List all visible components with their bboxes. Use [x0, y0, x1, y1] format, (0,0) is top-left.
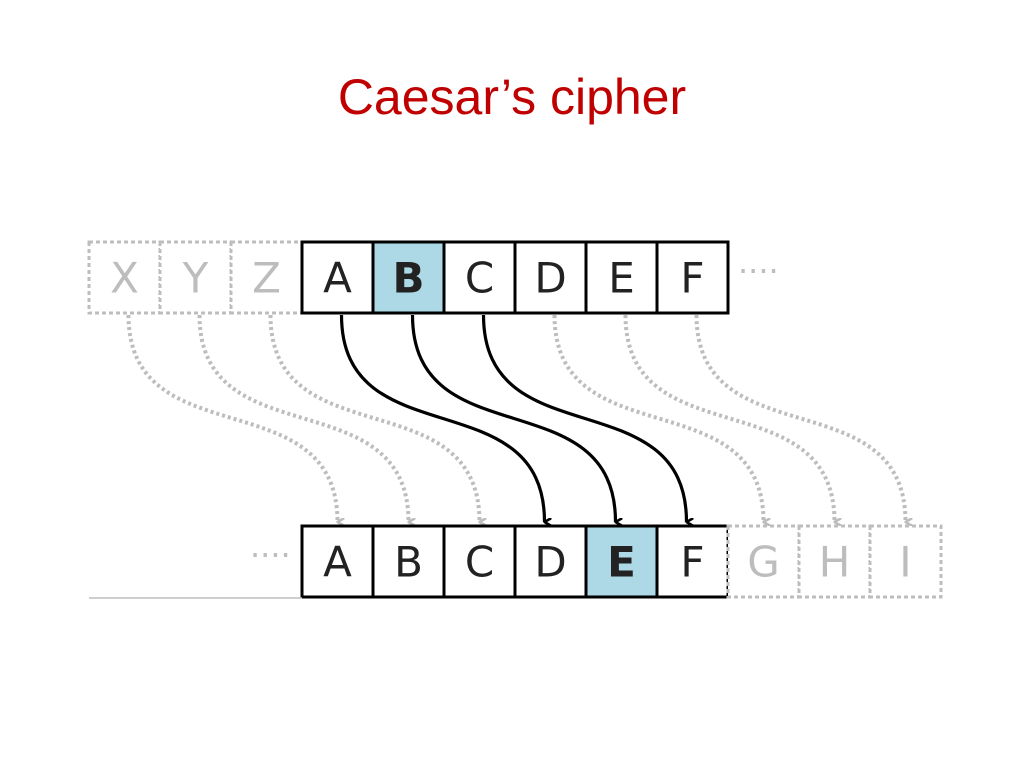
bottom-faded-cell-g-box	[726, 524, 801, 599]
arrow-b-to-e	[410, 314, 616, 522]
bottom-cell-f-box	[655, 524, 730, 599]
top-cell-c: C	[442, 240, 517, 315]
bottom-cell-e-letter: E	[607, 538, 636, 587]
bottom-faded-cell-h-box	[797, 524, 872, 599]
faded-arrow-group	[126, 314, 906, 522]
bottom-faded-cell-i: I	[868, 524, 943, 599]
top-cell-e-letter: E	[608, 254, 635, 303]
top-cell-f-letter: F	[680, 254, 704, 303]
bottom-cell-d-box	[513, 524, 588, 599]
arrow-e-to-h	[623, 314, 835, 522]
bottom-cell-d: D	[513, 524, 588, 599]
bottom-ellipsis: ····	[250, 536, 291, 574]
arrow-f-to-i	[694, 314, 906, 522]
top-cell-a: A	[300, 240, 375, 315]
top-ellipsis: ····	[738, 252, 779, 290]
arrow-z-to-c	[268, 314, 480, 522]
bottom-faded-cell-i-box	[868, 524, 943, 599]
bottom-cell-c-letter: C	[465, 538, 494, 587]
top-cell-e-box	[584, 240, 659, 315]
arrow-y-to-b	[197, 314, 409, 522]
bottom-faded-cell-h-letter: H	[819, 538, 851, 587]
bottom-faded-cell-g-letter: G	[747, 538, 780, 587]
bottom-cell-c: C	[442, 524, 517, 599]
bottom-faded-cell-i-letter: I	[899, 538, 911, 587]
arrow-d-to-g	[552, 314, 764, 522]
top-cell-b-letter: B	[392, 254, 424, 303]
top-cell-d: D	[513, 240, 588, 315]
bottom-cell-e: E	[584, 524, 659, 599]
arrow-c-to-f	[481, 314, 687, 522]
top-faded-cell-z-letter: Z	[252, 254, 281, 303]
top-cell-c-box	[442, 240, 517, 315]
top-cell-f-box	[655, 240, 730, 315]
top-faded-cell-x-letter: X	[110, 254, 139, 303]
bottom-cell-a-letter: A	[323, 538, 352, 587]
bottom-cell-d-letter: D	[534, 538, 566, 587]
top-cell-a-letter: A	[323, 254, 352, 303]
top-faded-cell-x: X	[87, 240, 162, 315]
top-faded-cell-y-letter: Y	[182, 254, 209, 303]
top-cell-b: B	[371, 240, 446, 315]
bottom-cell-b: B	[371, 524, 446, 599]
top-cell-e: E	[584, 240, 659, 315]
bottom-cell-e-box	[584, 524, 659, 599]
bottom-faded-cell-h: H	[797, 524, 872, 599]
bottom-cell-f-letter: F	[680, 538, 704, 587]
slide-title: Caesar’s cipher	[337, 69, 687, 125]
bottom-cell-b-letter: B	[394, 538, 423, 587]
bottom-faded-cell-g: G	[726, 524, 801, 599]
top-cell-f: F	[655, 240, 730, 315]
bottom-cell-c-box	[442, 524, 517, 599]
top-faded-cell-y-box	[158, 240, 233, 315]
mapping-arrow-group	[339, 314, 687, 522]
top-cell-c-letter: C	[465, 254, 494, 303]
top-faded-cell-x-box	[87, 240, 162, 315]
arrow-x-to-a	[126, 314, 338, 522]
arrow-a-to-d	[339, 314, 545, 522]
top-faded-cell-z: Z	[229, 240, 304, 315]
bottom-cell-b-box	[371, 524, 446, 599]
bottom-cell-a: A	[300, 524, 375, 599]
bottom-cell-f: F	[655, 524, 730, 599]
top-cell-d-box	[513, 240, 588, 315]
top-faded-cell-y: Y	[158, 240, 233, 315]
top-cell-d-letter: D	[534, 254, 566, 303]
